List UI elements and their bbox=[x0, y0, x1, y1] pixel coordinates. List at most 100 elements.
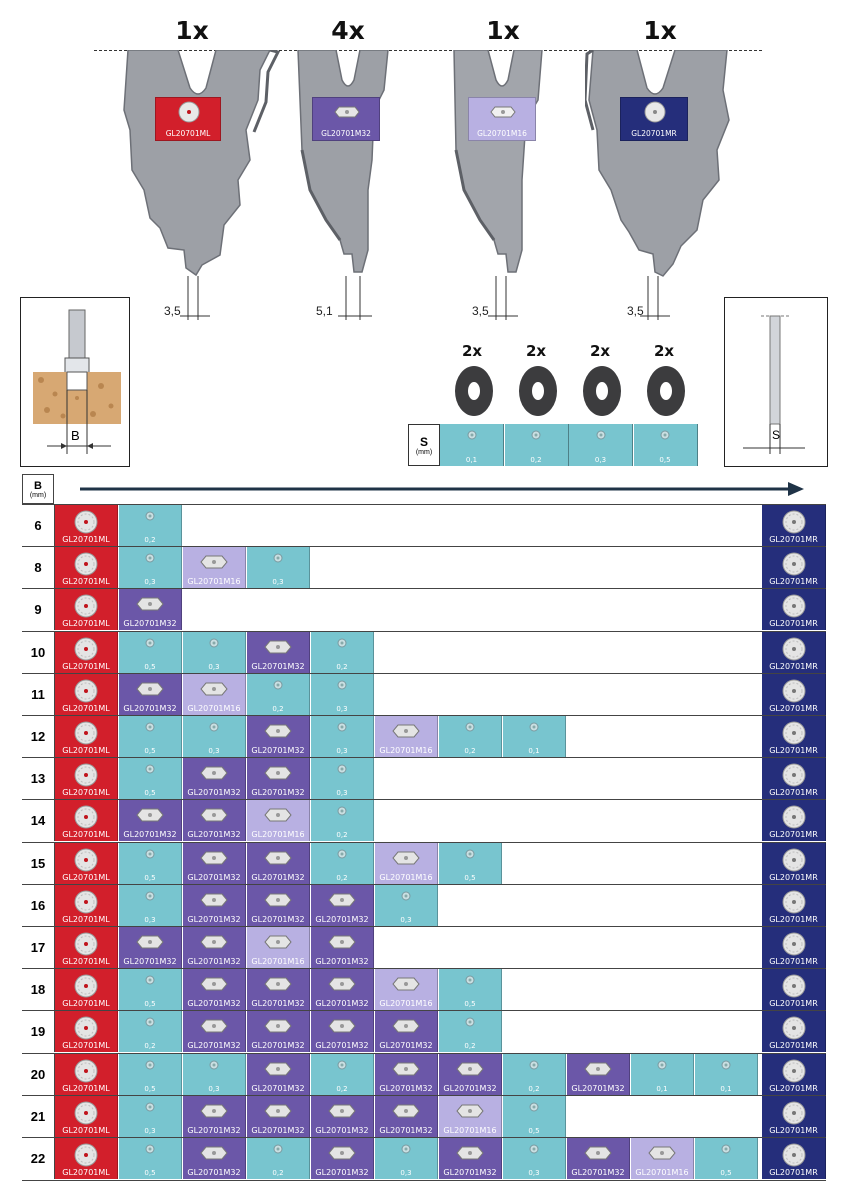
saw-blade-icon bbox=[782, 890, 805, 914]
cutter-code: GL20701MR bbox=[769, 914, 818, 924]
shim-s-unit: (mm) bbox=[415, 448, 433, 456]
shim-value: 0,5 bbox=[144, 1000, 156, 1009]
shim-value: 0,3 bbox=[144, 578, 156, 587]
shim-icon bbox=[337, 680, 347, 690]
cutter-code: GL20701M32 bbox=[379, 1083, 433, 1093]
shim-qty-1: 2x bbox=[461, 342, 483, 360]
dim-m16: 3,5 bbox=[472, 304, 489, 318]
saw-blade-icon bbox=[782, 679, 805, 703]
cutter-m32-cell: GL20701M32 bbox=[247, 884, 310, 926]
cutter-m16-cell: GL20701M16 bbox=[183, 547, 246, 589]
shim-cell: 0,3 bbox=[375, 1138, 438, 1179]
cutter-code: GL20701M32 bbox=[315, 914, 369, 924]
cutter-icon bbox=[648, 1146, 676, 1160]
cutter-code: GL20701M32 bbox=[251, 999, 305, 1009]
cutter-code: GL20701M16 bbox=[379, 746, 433, 755]
shim-icon bbox=[145, 511, 155, 521]
cutter-icon bbox=[200, 766, 228, 780]
cutter-code: GL20701MR bbox=[769, 661, 818, 671]
saw-blade-icon bbox=[782, 1101, 805, 1125]
cutter-mr-cell: GL20701MR bbox=[762, 631, 826, 673]
washer-icon bbox=[455, 366, 493, 416]
cutter-code: GL20701ML bbox=[62, 703, 110, 713]
shim-value: 0,2 bbox=[336, 831, 348, 840]
saw-blade-icon bbox=[782, 721, 805, 745]
cutter-icon bbox=[328, 1104, 356, 1118]
shim-cell: 0,5 bbox=[119, 1138, 182, 1179]
direction-arrow bbox=[80, 482, 804, 496]
cutter-icon bbox=[264, 1062, 292, 1076]
cutter-code: GL20701M32 bbox=[571, 1168, 625, 1177]
cutter-code: GL20701M16 bbox=[443, 1125, 497, 1135]
cutter-code: GL20701ML bbox=[62, 535, 110, 544]
shim-icon bbox=[337, 722, 347, 732]
cutter-code: GL20701M32 bbox=[251, 1041, 305, 1051]
saw-blade-icon bbox=[782, 552, 805, 576]
cutter-m32-cell: GL20701M32 bbox=[119, 673, 182, 715]
shim-s-header: S (mm) bbox=[408, 424, 440, 466]
cutter-icon bbox=[264, 851, 292, 865]
shim-cell: 0,1 bbox=[695, 1053, 758, 1095]
cutter-m16-cell: GL20701M16 bbox=[247, 800, 310, 842]
shim-cell: 0,2 bbox=[247, 673, 310, 715]
cutter-code: GL20701M32 bbox=[187, 1168, 241, 1177]
shim-value: 0,2 bbox=[272, 1169, 284, 1177]
cutter-code: GL20701MR bbox=[769, 746, 818, 755]
groove-width-panel: B bbox=[20, 297, 130, 467]
cutter-code: GL20701M32 bbox=[123, 619, 177, 629]
shim-value: 0,3 bbox=[336, 704, 348, 713]
cutter-icon bbox=[200, 1104, 228, 1118]
shim-icon bbox=[529, 1144, 539, 1154]
cutter-code: GL20701MR bbox=[769, 535, 818, 544]
shim-value: 0,3 bbox=[400, 1169, 412, 1177]
cutter-icon bbox=[264, 640, 292, 654]
row-b-value: 12 bbox=[22, 716, 55, 757]
cutter-m32-cell: GL20701M32 bbox=[375, 1095, 438, 1137]
saw-blade-icon bbox=[782, 594, 805, 618]
shim-value: 0,2 bbox=[336, 662, 348, 671]
cutter-code: GL20701MR bbox=[769, 830, 818, 840]
cutter-ml-label: GL20701ML bbox=[155, 97, 221, 141]
cutter-code: GL20701ML bbox=[62, 999, 110, 1009]
shim-cell: 0,3 bbox=[503, 1138, 566, 1179]
saw-blade-icon bbox=[74, 1016, 98, 1040]
cutter-code: GL20701M16 bbox=[187, 703, 241, 713]
cutter-m32-cell: GL20701M32 bbox=[375, 1053, 438, 1095]
cutter-code: GL20701MR bbox=[769, 1125, 818, 1135]
shim-icon bbox=[401, 891, 411, 901]
shim-icon bbox=[467, 430, 476, 440]
shim-value: 0,5 bbox=[464, 1000, 476, 1009]
cutter-code: GL20701M32 bbox=[443, 1083, 497, 1093]
qty-m32: 4x bbox=[331, 16, 365, 45]
cutter-mr-cell: GL20701MR bbox=[762, 969, 826, 1011]
shim-icon bbox=[337, 849, 347, 859]
cutter-m32-cell: GL20701M32 bbox=[311, 969, 374, 1011]
shim-cell: 0,2 bbox=[311, 842, 374, 884]
shim-value: 0,5 bbox=[464, 873, 476, 882]
saw-blade-icon bbox=[74, 1059, 98, 1083]
cutter-m32-image bbox=[297, 50, 389, 273]
shim-value: 0,2 bbox=[144, 1042, 156, 1051]
cutter-m16-code: GL20701M16 bbox=[477, 129, 527, 138]
cutter-ml-cell: GL20701ML bbox=[55, 758, 118, 800]
cutter-m32-cell: GL20701M32 bbox=[247, 1011, 310, 1053]
cutter-m32-cell: GL20701M32 bbox=[183, 969, 246, 1011]
shim-icon bbox=[465, 849, 475, 859]
shim-cell: 0,5 bbox=[119, 716, 182, 757]
dim-mr: 3,5 bbox=[627, 304, 644, 318]
cutter-ml-cell: GL20701ML bbox=[55, 716, 118, 757]
cutter-code: GL20701M32 bbox=[123, 957, 177, 966]
shim-cell: 0,2 bbox=[247, 1138, 310, 1179]
shim-cell: 0,5 bbox=[695, 1138, 758, 1179]
cutter-mr-cell: GL20701MR bbox=[762, 800, 826, 842]
shim-value: 0,5 bbox=[144, 789, 156, 798]
cutter-code: GL20701ML bbox=[62, 872, 110, 882]
dim-ml-lines bbox=[180, 276, 210, 320]
cutter-code: GL20701ML bbox=[62, 1083, 110, 1093]
shim-value: 0,5 bbox=[144, 873, 156, 882]
saw-blade-icon bbox=[782, 932, 805, 956]
